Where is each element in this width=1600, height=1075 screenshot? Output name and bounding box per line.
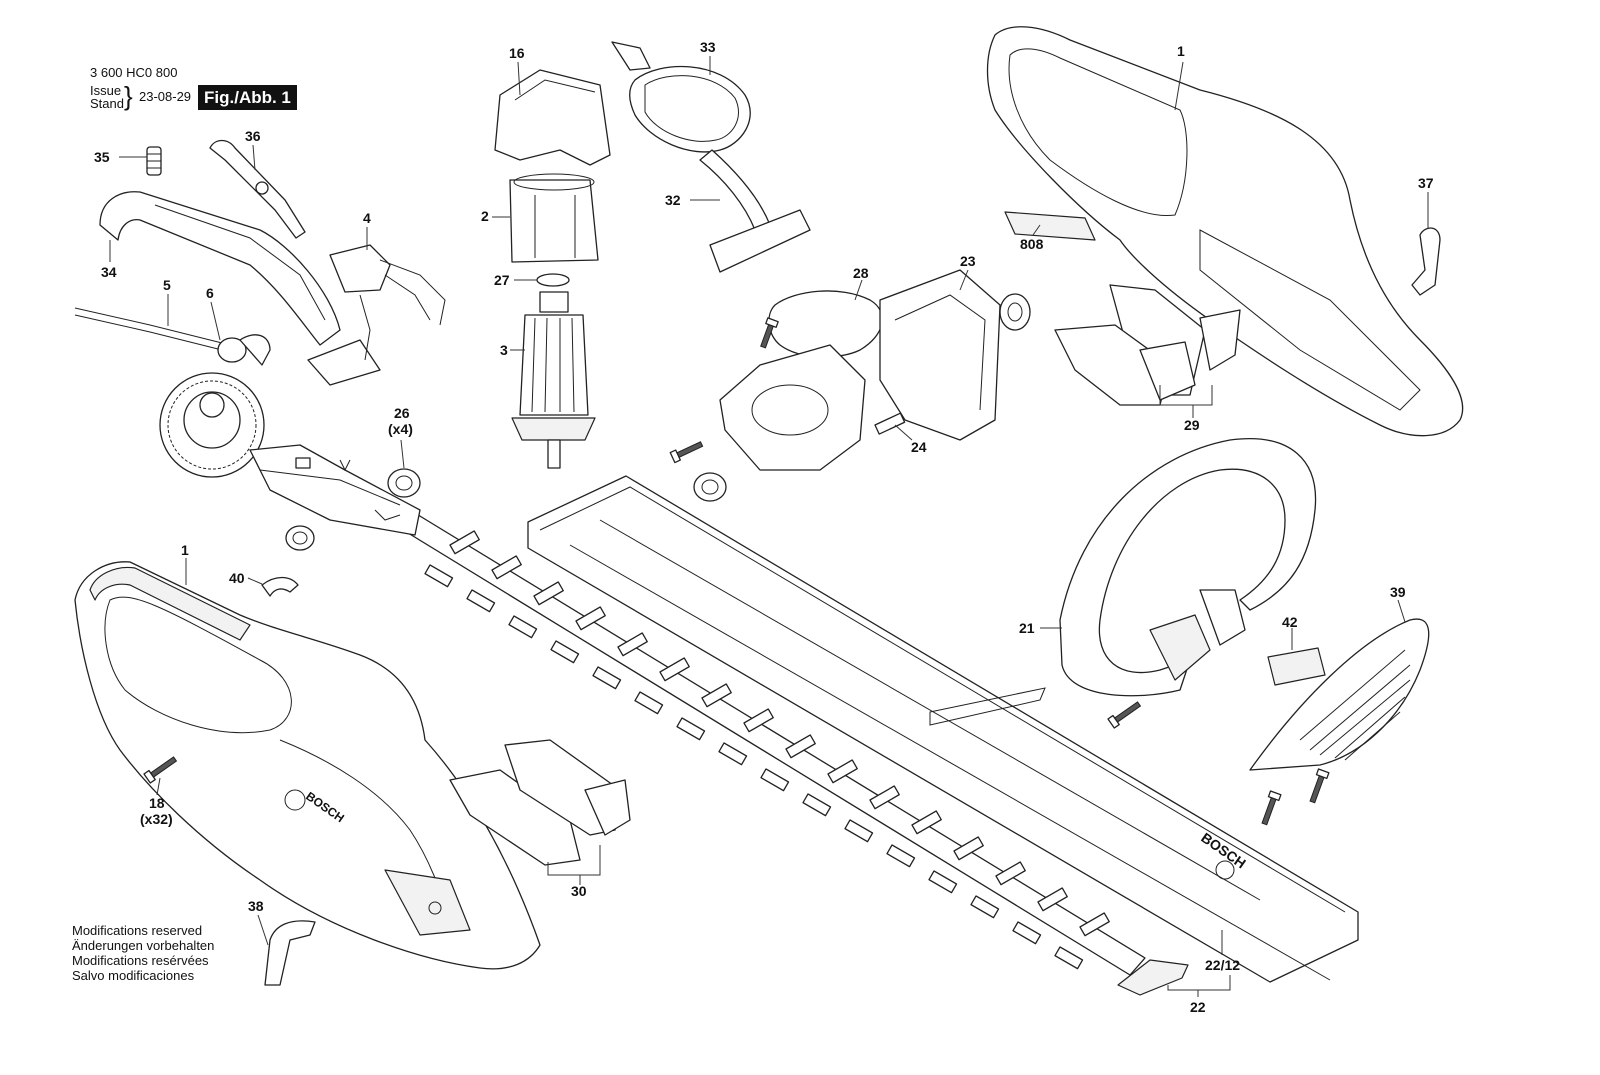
callout-30: 30 bbox=[571, 883, 587, 899]
label-sticker-42 bbox=[1267, 647, 1326, 686]
blade-guide-bar: BOSCH bbox=[527, 475, 1359, 983]
spring-35 bbox=[146, 146, 162, 176]
callout-22-12: 22/12 bbox=[1205, 957, 1240, 973]
cover-clip-38 bbox=[264, 920, 316, 986]
motor-stator-2 bbox=[509, 173, 599, 263]
brace: } bbox=[124, 81, 133, 111]
callout-18: 18 bbox=[149, 795, 165, 811]
figure-label: Fig./Abb. 1 bbox=[198, 85, 297, 110]
callout-42: 42 bbox=[1282, 614, 1298, 630]
label-sticker-808 bbox=[1004, 211, 1096, 241]
note-es: Salvo modificaciones bbox=[72, 968, 195, 983]
bumper-pads-29 bbox=[1054, 284, 1241, 406]
screws bbox=[143, 317, 1330, 826]
vent-grille-cover bbox=[1249, 618, 1430, 771]
callout-33: 33 bbox=[700, 39, 716, 55]
motor-housing bbox=[986, 26, 1464, 437]
armature-3 bbox=[511, 291, 596, 469]
callout-39: 39 bbox=[1390, 584, 1406, 600]
note-fr: Modifications resérvées bbox=[72, 953, 209, 968]
handle-34 bbox=[99, 191, 341, 346]
o-ring-27 bbox=[536, 273, 570, 287]
callout-808: 808 bbox=[1020, 236, 1044, 252]
note-en: Modifications reserved bbox=[72, 923, 203, 938]
callout-6: 6 bbox=[206, 285, 214, 301]
bumper-pads-30 bbox=[449, 739, 631, 866]
callout-3: 3 bbox=[500, 342, 508, 358]
callout-labels: 1 1 2 3 4 5 6 16 18 (x32) 21 22 22/12 23… bbox=[94, 39, 1434, 1015]
callout-26-qty: (x4) bbox=[388, 421, 413, 437]
cover-clip-37 bbox=[1411, 227, 1441, 296]
callout-38: 38 bbox=[248, 898, 264, 914]
callout-27: 27 bbox=[494, 272, 510, 288]
gear-housing bbox=[693, 269, 1031, 502]
callout-36: 36 bbox=[245, 128, 261, 144]
callout-16: 16 bbox=[509, 45, 525, 61]
callout-26: 26 bbox=[394, 405, 410, 421]
callout-32: 32 bbox=[665, 192, 681, 208]
callout-35: 35 bbox=[94, 149, 110, 165]
callout-18-qty: (x32) bbox=[140, 811, 173, 827]
switch-seal-33 bbox=[611, 41, 751, 153]
issue-date: 23-08-29 bbox=[139, 89, 192, 104]
callout-34: 34 bbox=[101, 264, 117, 280]
seal-rings-26 bbox=[285, 468, 421, 551]
bracket-40 bbox=[261, 576, 299, 597]
cutting-blade bbox=[394, 509, 1189, 996]
switch-4 bbox=[307, 244, 446, 386]
callout-1-top: 1 bbox=[1177, 43, 1185, 59]
callout-4: 4 bbox=[363, 210, 371, 226]
issue-label: Issue bbox=[90, 83, 122, 98]
callout-37: 37 bbox=[1418, 175, 1434, 191]
switch-lever-32 bbox=[699, 149, 811, 273]
doc-number: 3 600 HC0 800 bbox=[90, 65, 178, 80]
note-de: Änderungen vorbehalten bbox=[72, 938, 215, 953]
lock-lever-36 bbox=[209, 139, 306, 239]
stand-label: Stand bbox=[90, 96, 124, 111]
strain-relief-6 bbox=[217, 334, 271, 366]
motor-bracket-16 bbox=[494, 69, 611, 166]
rear-handle-housing: BOSCH bbox=[74, 561, 541, 970]
callout-22: 22 bbox=[1190, 999, 1206, 1015]
callout-23: 23 bbox=[960, 253, 976, 269]
callout-2: 2 bbox=[481, 208, 489, 224]
callout-24: 24 bbox=[911, 439, 927, 455]
callout-29: 29 bbox=[1184, 417, 1200, 433]
callout-28: 28 bbox=[853, 265, 869, 281]
leader-lines bbox=[109, 56, 1429, 997]
callout-5: 5 bbox=[163, 277, 171, 293]
callout-21: 21 bbox=[1019, 620, 1035, 636]
callout-40: 40 bbox=[229, 570, 245, 586]
callout-1-bottom: 1 bbox=[181, 542, 189, 558]
modifications-notes: Modifications reserved Änderungen vorbeh… bbox=[72, 923, 214, 983]
gear-drive-assembly bbox=[159, 372, 421, 536]
front-handle bbox=[1059, 438, 1317, 697]
power-cable-5 bbox=[74, 307, 231, 353]
